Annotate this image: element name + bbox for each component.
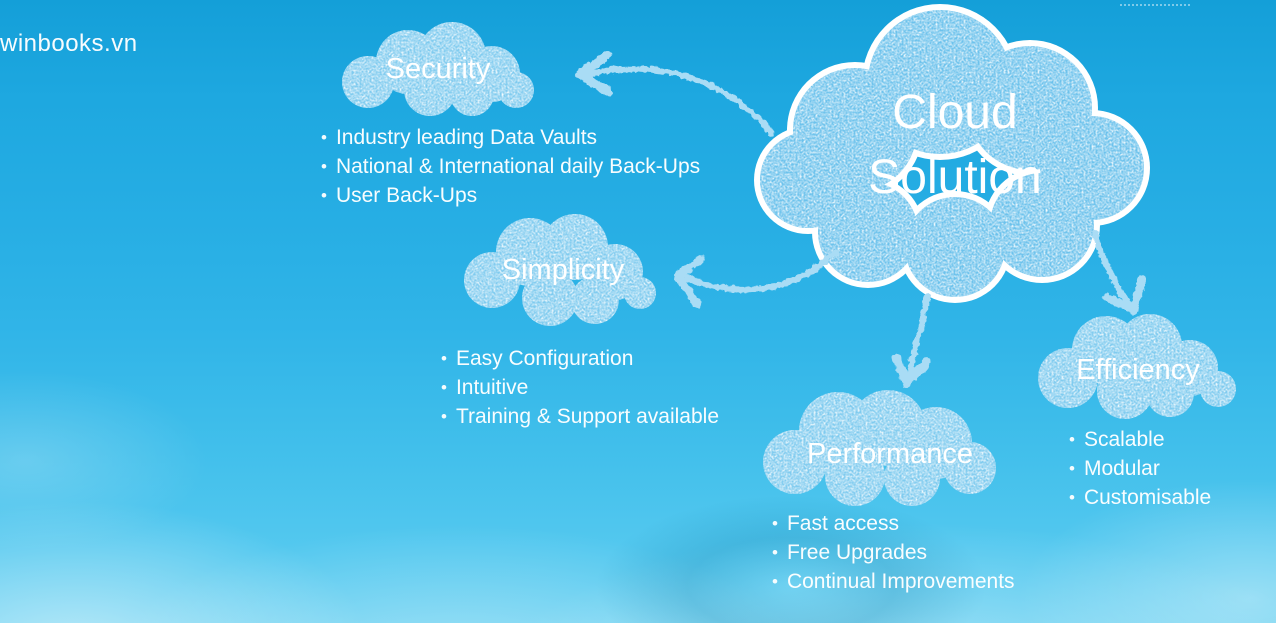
efficiency-cloud-shape — [1038, 314, 1236, 419]
bullet-item: • Modular — [1069, 454, 1211, 483]
efficiency-cloud-label: Efficiency — [1076, 354, 1200, 386]
bullet-text: Modular — [1083, 457, 1160, 480]
bullet-item: • Intuitive — [441, 373, 719, 402]
bullet-item: • Easy Configuration — [441, 344, 719, 373]
arrow-to-simplicity — [672, 249, 837, 307]
bullet-dot: • — [321, 128, 327, 147]
bullet-text: Customisable — [1083, 486, 1212, 509]
bullet-text: Scalable — [1083, 428, 1165, 451]
bullet-text: Free Upgrades — [786, 541, 928, 564]
bullet-item: • National & International daily Back-Ups — [321, 152, 700, 181]
bullet-text: Continual Improvements — [786, 570, 1015, 593]
efficiency-bullet-list: • Scalable • Modular • Customisable — [1069, 425, 1211, 512]
simplicity-bullet-list: • Easy Configuration • Intuitive • Training… — [441, 344, 719, 431]
performance-cloud-label: Performance — [806, 438, 973, 470]
simplicity-cloud-label: Simplicity — [501, 254, 625, 286]
bullet-dot: • — [772, 514, 778, 533]
bullet-dot: • — [1069, 430, 1075, 449]
bullet-item: • Training & Support available — [441, 402, 719, 431]
watermark: winbooks.vn — [0, 30, 138, 57]
bullet-dot: • — [441, 378, 447, 397]
central-cloud-shape — [760, 10, 1144, 297]
central-cloud-title: Cloud Solution — [780, 80, 1130, 210]
performance-cloud-shape — [763, 390, 996, 506]
bullet-item: • Fast access — [772, 509, 1015, 538]
central-title-line2: Solution — [868, 151, 1042, 204]
arrow-to-efficiency — [1091, 230, 1145, 314]
performance-bullet-list: • Fast access • Free Upgrades • Continual I… — [772, 509, 1015, 596]
bullet-item: • Free Upgrades — [772, 538, 1015, 567]
bullet-item: • Continual Improvements — [772, 567, 1015, 596]
simplicity-cloud-shape — [464, 214, 656, 326]
bullet-dot: • — [772, 543, 778, 562]
security-cloud-label: Security — [385, 53, 491, 85]
bullet-dot: • — [321, 186, 327, 205]
bullet-text: Intuitive — [455, 376, 529, 399]
bullet-dot: • — [441, 349, 447, 368]
bullet-dot: • — [1069, 488, 1075, 507]
bullet-dot: • — [321, 157, 327, 176]
bullet-text: Easy Configuration — [455, 347, 634, 370]
arrow-to-performance — [891, 293, 931, 387]
security-bullet-list: • Industry leading Data Vaults • National … — [321, 123, 700, 210]
bullet-item: • Industry leading Data Vaults — [321, 123, 700, 152]
security-cloud-shape — [342, 22, 534, 116]
bullet-dot: • — [1069, 459, 1075, 478]
arrow-to-security — [574, 49, 773, 135]
dotted-line — [1120, 4, 1190, 6]
central-title-line1: Cloud — [892, 86, 1018, 139]
bullet-item: • Scalable — [1069, 425, 1211, 454]
bullet-dot: • — [441, 407, 447, 426]
bullet-text: National & International daily Back-Ups — [335, 155, 701, 178]
bullet-text: Industry leading Data Vaults — [335, 126, 598, 149]
bullet-text: Fast access — [786, 512, 899, 535]
bullet-dot: • — [772, 572, 778, 591]
bullet-text: Training & Support available — [455, 405, 719, 428]
bullet-item: • User Back-Ups — [321, 181, 700, 210]
bullet-item: • Customisable — [1069, 483, 1211, 512]
bullet-text: User Back-Ups — [335, 184, 478, 207]
